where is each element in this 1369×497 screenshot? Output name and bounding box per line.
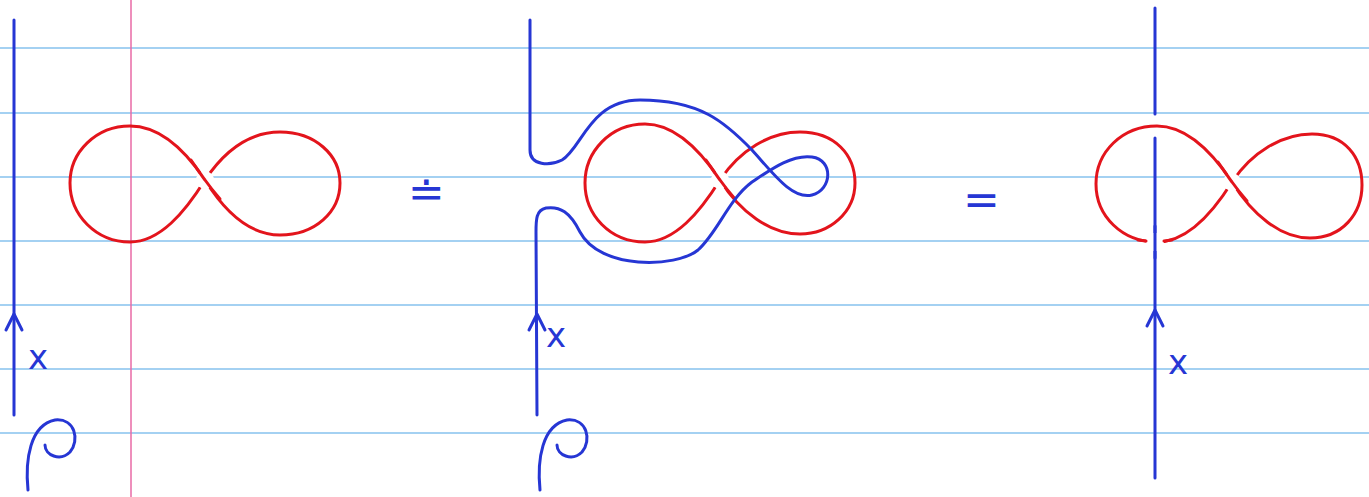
strand-label: x — [546, 318, 566, 352]
strand-label: x — [28, 340, 48, 374]
margin-line — [130, 0, 132, 497]
blue-strand — [1147, 8, 1163, 478]
strand-label: x — [1168, 345, 1188, 379]
equals-sign: = — [963, 178, 1000, 222]
blue-strand — [6, 20, 75, 490]
equivalence-sign: ≐ — [408, 170, 445, 214]
figure-eight-knot — [585, 124, 855, 242]
figure-eight-knot — [70, 126, 340, 242]
figure-eight-knot — [1096, 126, 1362, 242]
blue-strand — [529, 20, 828, 490]
